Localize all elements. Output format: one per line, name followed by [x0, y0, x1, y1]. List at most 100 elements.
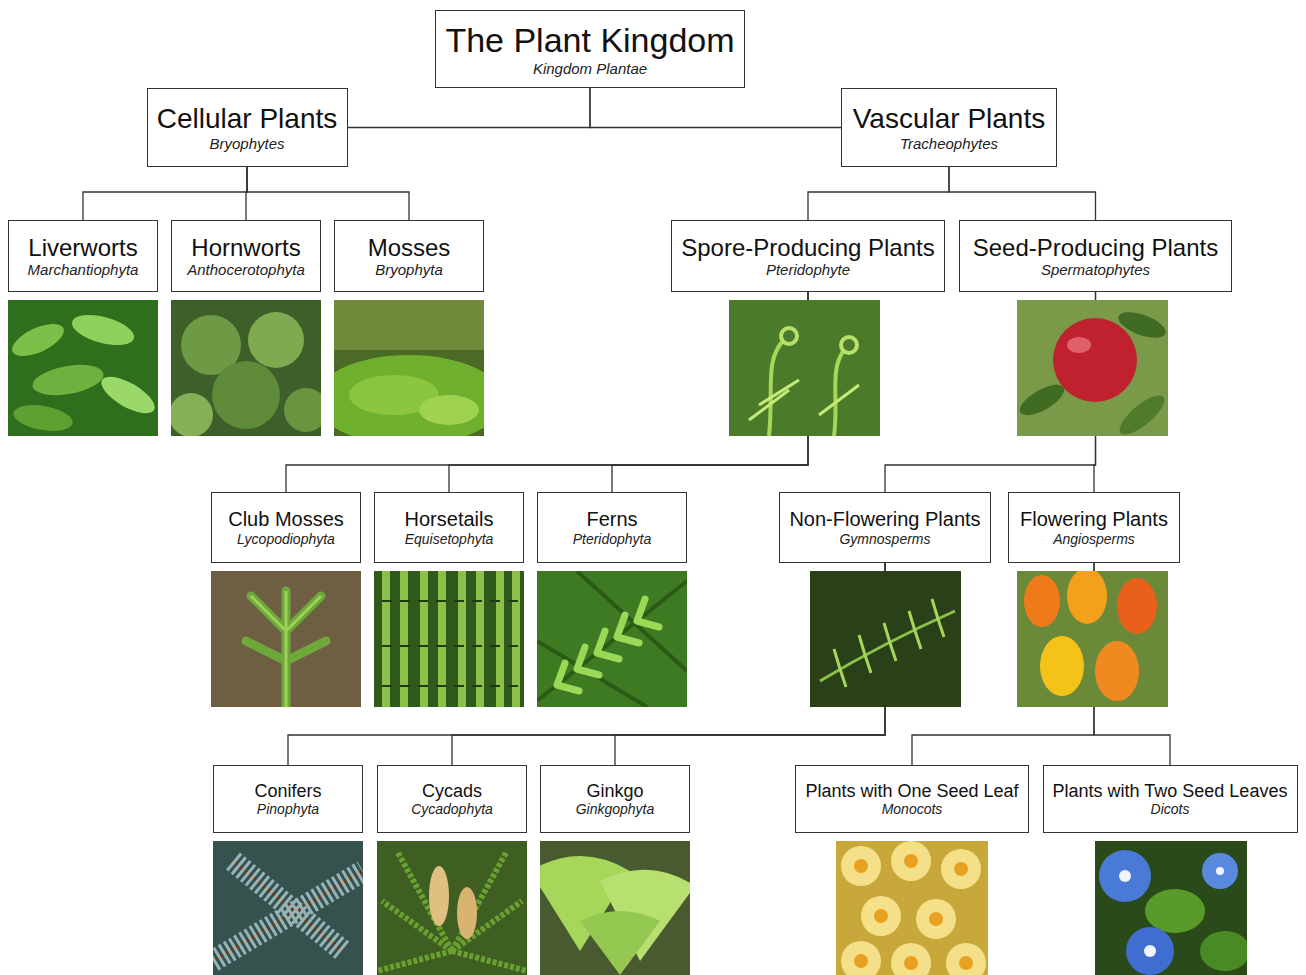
moss-photo [314, 300, 504, 445]
daffodil-bloom [861, 896, 901, 936]
cycad-fronds [377, 851, 527, 971]
category-box: LiverwortsMarchantiophyta [8, 220, 158, 292]
photo-ground [810, 571, 961, 707]
category-box: Plants with Two Seed LeavesDicots [1043, 765, 1298, 833]
common-name: Cycads [422, 781, 482, 802]
scientific-name: Tracheophytes [900, 135, 998, 152]
thallus-lobe [11, 401, 74, 435]
daffodil-bloom [891, 841, 931, 881]
common-name: Horsetails [405, 508, 494, 531]
photo-ground [374, 571, 524, 707]
tulip-bloom [1040, 636, 1084, 696]
thallus-lobe [69, 309, 138, 351]
morning-glory-photo [1095, 841, 1250, 975]
hornwort-rosette [284, 388, 328, 432]
tree-connector [949, 167, 1096, 220]
photo-ground [211, 571, 361, 707]
thallus-lobe [96, 370, 160, 421]
thallus-lobe [30, 360, 106, 400]
photo-ground [729, 300, 880, 436]
fern-photo [537, 571, 687, 707]
daffodil-cup [904, 956, 918, 970]
cycad-cone [457, 887, 477, 939]
daffodil-bloom [841, 941, 881, 975]
fiddlehead-curl [781, 328, 797, 344]
category-box: Vascular PlantsTracheophytes [841, 88, 1057, 167]
category-box: Non-Flowering PlantsGymnosperms [779, 492, 991, 563]
conifer-photo [213, 841, 363, 975]
scientific-name: Ginkgophyta [576, 801, 655, 817]
scientific-name: Equisetophyta [405, 531, 494, 547]
scientific-name: Dicots [1151, 801, 1190, 817]
morning-glory-bloom [1202, 853, 1238, 889]
daffodil-bloom [891, 943, 931, 975]
photo-ground [213, 841, 363, 975]
daffodil-cup [954, 862, 968, 876]
horsetail-photo [374, 571, 524, 707]
common-name: Plants with Two Seed Leaves [1053, 781, 1288, 802]
liverwort-photo [8, 300, 160, 436]
fiddlehead-photo [729, 300, 880, 436]
conifer-needles [213, 861, 363, 961]
fiddlehead-curl [841, 337, 857, 353]
common-name: Ginkgo [586, 781, 643, 802]
tulip-bloom [1095, 641, 1139, 701]
apple-leaf [1114, 389, 1170, 440]
tulip-bloom [1067, 568, 1107, 624]
category-box: GinkgoGinkgophyta [540, 765, 690, 833]
hornwort-rosette [169, 393, 213, 437]
common-name: Conifers [254, 781, 321, 802]
moss-cushion [314, 355, 504, 445]
common-name: Seed-Producing Plants [973, 234, 1218, 262]
category-box: Cellular PlantsBryophytes [147, 88, 348, 167]
fern-stalk [834, 350, 844, 436]
common-name: Liverworts [28, 234, 137, 262]
common-name: Spore-Producing Plants [681, 234, 934, 262]
photo-ground [537, 571, 687, 707]
thallus-lobe [8, 317, 69, 362]
daffodil-photo [836, 841, 988, 975]
common-name: Ferns [586, 508, 637, 531]
apple-fruit [1053, 318, 1137, 402]
tree-connector [83, 167, 247, 220]
gymnosperm-photo [810, 571, 961, 707]
fern-leaflets [749, 380, 859, 420]
bloom-centre [1119, 870, 1131, 882]
fern-leaflets [557, 599, 659, 691]
daffodil-bloom [941, 849, 981, 889]
category-box: HorsetailsEquisetophyta [374, 492, 524, 563]
tree-connector [348, 88, 591, 128]
category-box: CycadsCycadophyta [377, 765, 527, 833]
scientific-name: Kingdom Plantae [533, 60, 647, 77]
daffodil-cups [854, 854, 973, 970]
scientific-name: Lycopodiophyta [237, 531, 335, 547]
daffodil-cup [854, 859, 868, 873]
fern-stalk [769, 340, 784, 436]
tulip-bloom [1024, 575, 1060, 627]
club-moss-photo [211, 571, 361, 707]
category-box: Club MossesLycopodiophyta [211, 492, 361, 563]
category-box: HornwortsAnthocerotophyta [171, 220, 321, 292]
daffodil-cup [874, 909, 888, 923]
daffodil-cup [854, 954, 868, 968]
fern-rachis [537, 571, 687, 707]
morning-glory-bloom [1126, 927, 1174, 975]
scientific-name: Cycadophyta [411, 801, 493, 817]
apple-photo [1015, 300, 1170, 441]
tree-connector [590, 88, 841, 128]
bloom-centre [1144, 945, 1156, 957]
scientific-name: Bryophytes [209, 135, 284, 152]
category-box: The Plant KingdomKingdom Plantae [435, 10, 745, 88]
heart-leaf [1200, 931, 1250, 971]
moss-highlight [419, 395, 479, 425]
daffodil-petals [841, 841, 986, 975]
daffodil-cup [959, 956, 973, 970]
tree-connector [247, 167, 409, 220]
scientific-name: Marchantiophyta [28, 261, 139, 278]
category-box: Seed-Producing PlantsSpermatophytes [959, 220, 1232, 292]
common-name: Flowering Plants [1020, 508, 1168, 531]
daffodil-bloom [841, 846, 881, 886]
morning-glory-bloom [1099, 850, 1151, 902]
scientific-name: Anthocerotophyta [187, 261, 305, 278]
